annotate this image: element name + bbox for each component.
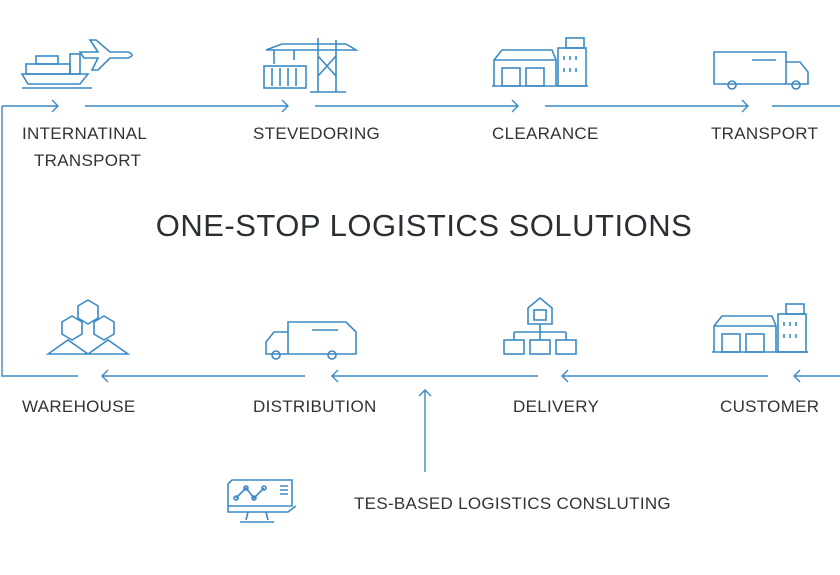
arrow-bottom-2 xyxy=(331,369,538,383)
arrow-bottom-3 xyxy=(561,369,768,383)
truck-icon-distribution xyxy=(265,321,357,360)
step-stevedoring: STEVEDORING xyxy=(253,124,381,143)
distribution-tree-icon xyxy=(503,296,577,355)
monitor-chart-icon xyxy=(227,479,297,523)
warehouse-building-icon-customer xyxy=(712,303,808,353)
arrow-bottom-4 xyxy=(793,369,840,383)
consulting-label: TES-BASED LOGISTICS CONSLUTING xyxy=(354,494,671,513)
step-distribution: DISTRIBUTION xyxy=(253,397,377,416)
warehouse-building-icon xyxy=(492,37,588,87)
step-delivery: DELIVERY xyxy=(513,397,600,416)
arrow-top-4 xyxy=(545,99,749,113)
left-loop-line xyxy=(1,105,78,377)
truck-icon xyxy=(713,51,809,90)
arrow-top-3 xyxy=(315,99,519,113)
step-international-transport: INTERNATINAL TRANSPORT xyxy=(22,120,147,174)
step-transport: TRANSPORT xyxy=(711,124,819,143)
ship-plane-icon xyxy=(20,39,133,89)
step-label: INTERNATINAL xyxy=(22,124,148,143)
arrow-up-consulting xyxy=(418,389,432,472)
step-warehouse: WAREHOUSE xyxy=(22,397,136,416)
step-clearance: CLEARANCE xyxy=(492,124,599,143)
arrow-bottom-1 xyxy=(101,369,305,383)
page-title: ONE-STOP LOGISTICS SOLUTIONS xyxy=(155,208,693,243)
arrow-top-1 xyxy=(51,99,59,113)
hexagon-network-icon xyxy=(46,299,130,355)
step-label: TRANSPORT xyxy=(34,151,142,170)
arrow-top-2 xyxy=(85,99,289,113)
step-customer: CUSTOMER xyxy=(720,397,820,416)
crane-icon xyxy=(263,38,359,93)
